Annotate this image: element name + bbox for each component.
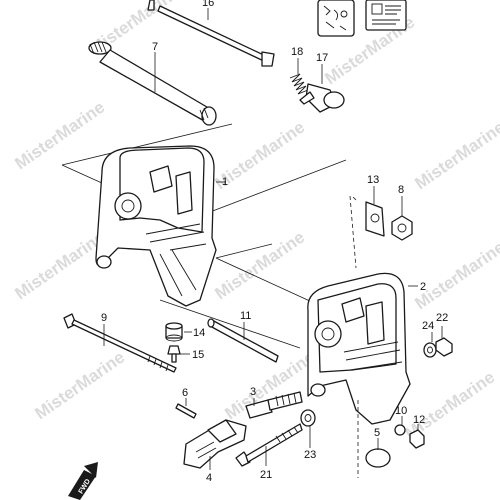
- part-24-washer: [423, 342, 437, 358]
- callout-11: 11: [240, 310, 251, 322]
- part-8-locknut: [391, 215, 413, 241]
- callout-14: 14: [193, 327, 205, 339]
- part-18-spring: [289, 73, 309, 95]
- callout-3: 3: [250, 386, 256, 398]
- part-6-pin: [175, 403, 197, 419]
- callout-23: 23: [304, 449, 316, 461]
- part-1-clamp-bracket: [95, 145, 217, 307]
- part-4-clamp-handle: [183, 419, 247, 469]
- callout-4: 4: [206, 472, 212, 484]
- callout-12: 12: [413, 414, 425, 426]
- callout-6: 6: [182, 387, 188, 399]
- watermark-text: MisterMarine: [31, 348, 128, 424]
- warning-label-decal: [317, 0, 355, 37]
- callout-24: 24: [422, 320, 434, 332]
- part-11-shaft: [207, 318, 279, 363]
- callout-16: 16: [202, 0, 214, 9]
- callout-9: 9: [101, 312, 107, 324]
- callout-10: 10: [395, 405, 407, 417]
- callout-8: 8: [398, 184, 404, 196]
- part-21-screw: [235, 423, 303, 467]
- part-22-nut: [435, 337, 453, 357]
- part-13-plate: [365, 201, 385, 237]
- callout-15: 15: [192, 349, 204, 361]
- watermark-text: MisterMarine: [11, 228, 108, 304]
- callout-1: 1: [222, 176, 228, 188]
- part-15-bolt: [167, 345, 181, 363]
- watermark-text: MisterMarine: [411, 238, 500, 314]
- callout-18: 18: [291, 46, 303, 58]
- part-9-long-bolt: [63, 313, 177, 373]
- part-10-washer: [394, 424, 406, 436]
- callout-21: 21: [260, 469, 272, 481]
- instruction-label-decal: [365, 0, 407, 31]
- watermark-layer: MisterMarine MisterMarine MisterMarine M…: [11, 0, 500, 443]
- callout-7: 7: [152, 41, 158, 53]
- callout-13: 13: [367, 174, 379, 186]
- callout-2: 2: [420, 281, 426, 293]
- part-23-washer: [300, 409, 316, 427]
- watermark-text: MisterMarine: [11, 98, 108, 174]
- fwd-direction-arrow: FWD: [68, 462, 98, 500]
- callout-22: 22: [436, 312, 448, 324]
- part-3-clamp-screw: [245, 391, 303, 419]
- part-7-swivel-tube: [88, 41, 217, 126]
- watermark-text: MisterMarine: [211, 228, 308, 304]
- part-14-bushing: [165, 322, 183, 342]
- part-2-clamp-bracket: [307, 272, 411, 425]
- part-5-clamp-pad: [357, 400, 391, 478]
- watermark-text: MisterMarine: [411, 118, 500, 194]
- callout-5: 5: [374, 427, 380, 439]
- callout-numbers: 16 7 18 17 1 13 8 2 9 11 14 15 24 22 6 3…: [101, 0, 448, 484]
- callout-leaders: [103, 8, 443, 470]
- callout-17: 17: [316, 52, 328, 64]
- part-16-tilt-rod: [147, 0, 275, 67]
- part-17-plunger: [299, 83, 345, 113]
